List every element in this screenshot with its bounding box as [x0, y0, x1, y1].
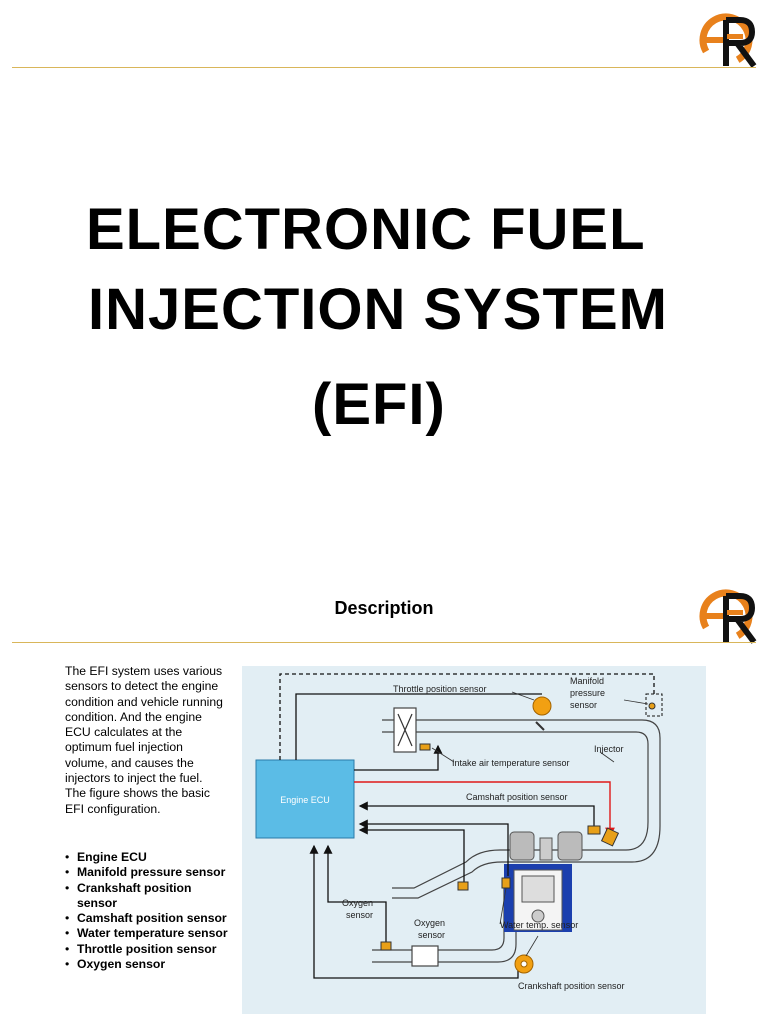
water-temp-signal: [358, 819, 509, 876]
label-water-temp-sensor: Water temp. sensor: [500, 920, 578, 930]
exhaust-pipe: [372, 880, 517, 967]
oxygen-sensor-2-icon: [457, 881, 469, 891]
label-manifold-2: pressure: [570, 688, 605, 698]
list-item: Water temperature sensor: [65, 926, 230, 942]
manifold-pressure-signal: [279, 673, 655, 760]
throttle-signal: [295, 693, 542, 760]
title-slide: ELECTRONIC FUEL INJECTION SYSTEM (EFI): [12, 13, 757, 437]
manifold-pressure-box: [645, 693, 663, 717]
throttle-position-sensor-icon: [532, 696, 552, 716]
component-list: Engine ECU Manifold pressure sensor Cran…: [65, 850, 230, 973]
list-item: Engine ECU: [65, 850, 230, 866]
company-logo: [699, 589, 757, 644]
header-rule: [12, 67, 756, 68]
title-line-2: INJECTION SYSTEM: [88, 277, 668, 342]
intake-manifold: [382, 707, 661, 899]
label-oxygen-1b: sensor: [346, 910, 373, 920]
title-line-1: ELECTRONIC FUEL: [86, 197, 646, 262]
title-line-3: (EFI): [312, 372, 446, 437]
intake-air-temp-sensor-icon: [419, 743, 431, 751]
list-item: Manifold pressure sensor: [65, 865, 230, 881]
company-logo: [699, 13, 757, 68]
list-item: Crankshaft position sensor: [65, 881, 230, 912]
diagram-background: [242, 666, 706, 1014]
manifold-pressure-sensor-icon: [648, 702, 656, 710]
engine-ecu: [255, 759, 355, 839]
ecu-label: Engine ECU: [280, 795, 330, 805]
list-item: Throttle position sensor: [65, 942, 230, 958]
label-throttle-position-sensor: Throttle position sensor: [393, 684, 487, 694]
camshaft-sensor-icon: [587, 825, 601, 835]
oxygen-sensor-1-signal: [323, 844, 387, 948]
injector-icon: [600, 827, 620, 847]
label-manifold-3: sensor: [570, 700, 597, 710]
header-rule: [12, 642, 756, 643]
label-oxygen-2a: Oxygen: [414, 918, 445, 928]
label-injector: Injector: [594, 744, 624, 754]
label-oxygen-2b: sensor: [418, 930, 445, 940]
slide-heading: Description: [334, 598, 434, 618]
label-intake-air-temperature-sensor: Intake air temperature sensor: [452, 758, 570, 768]
camshaft-signal: [358, 801, 595, 826]
injector-signal: [354, 781, 615, 838]
engine-block: [504, 831, 583, 932]
label-manifold-1: Manifold: [570, 676, 604, 686]
efi-diagram: Engine ECU: [242, 666, 706, 1014]
oxygen-sensor-2-signal: [358, 825, 465, 882]
description-paragraph: The EFI system uses various sensors to d…: [65, 664, 223, 816]
list-item: Oxygen sensor: [65, 957, 230, 973]
intake-air-temp-signal: [354, 744, 443, 771]
list-item: Camshaft position sensor: [65, 911, 230, 927]
label-crankshaft-position-sensor: Crankshaft position sensor: [518, 981, 625, 991]
oxygen-sensor-1-icon: [380, 941, 392, 951]
description-slide: Description The EFI system uses various …: [0, 570, 768, 1024]
label-oxygen-1a: Oxygen: [342, 898, 373, 908]
water-temp-sensor-icon: [501, 877, 511, 889]
label-camshaft-position-sensor: Camshaft position sensor: [466, 792, 568, 802]
